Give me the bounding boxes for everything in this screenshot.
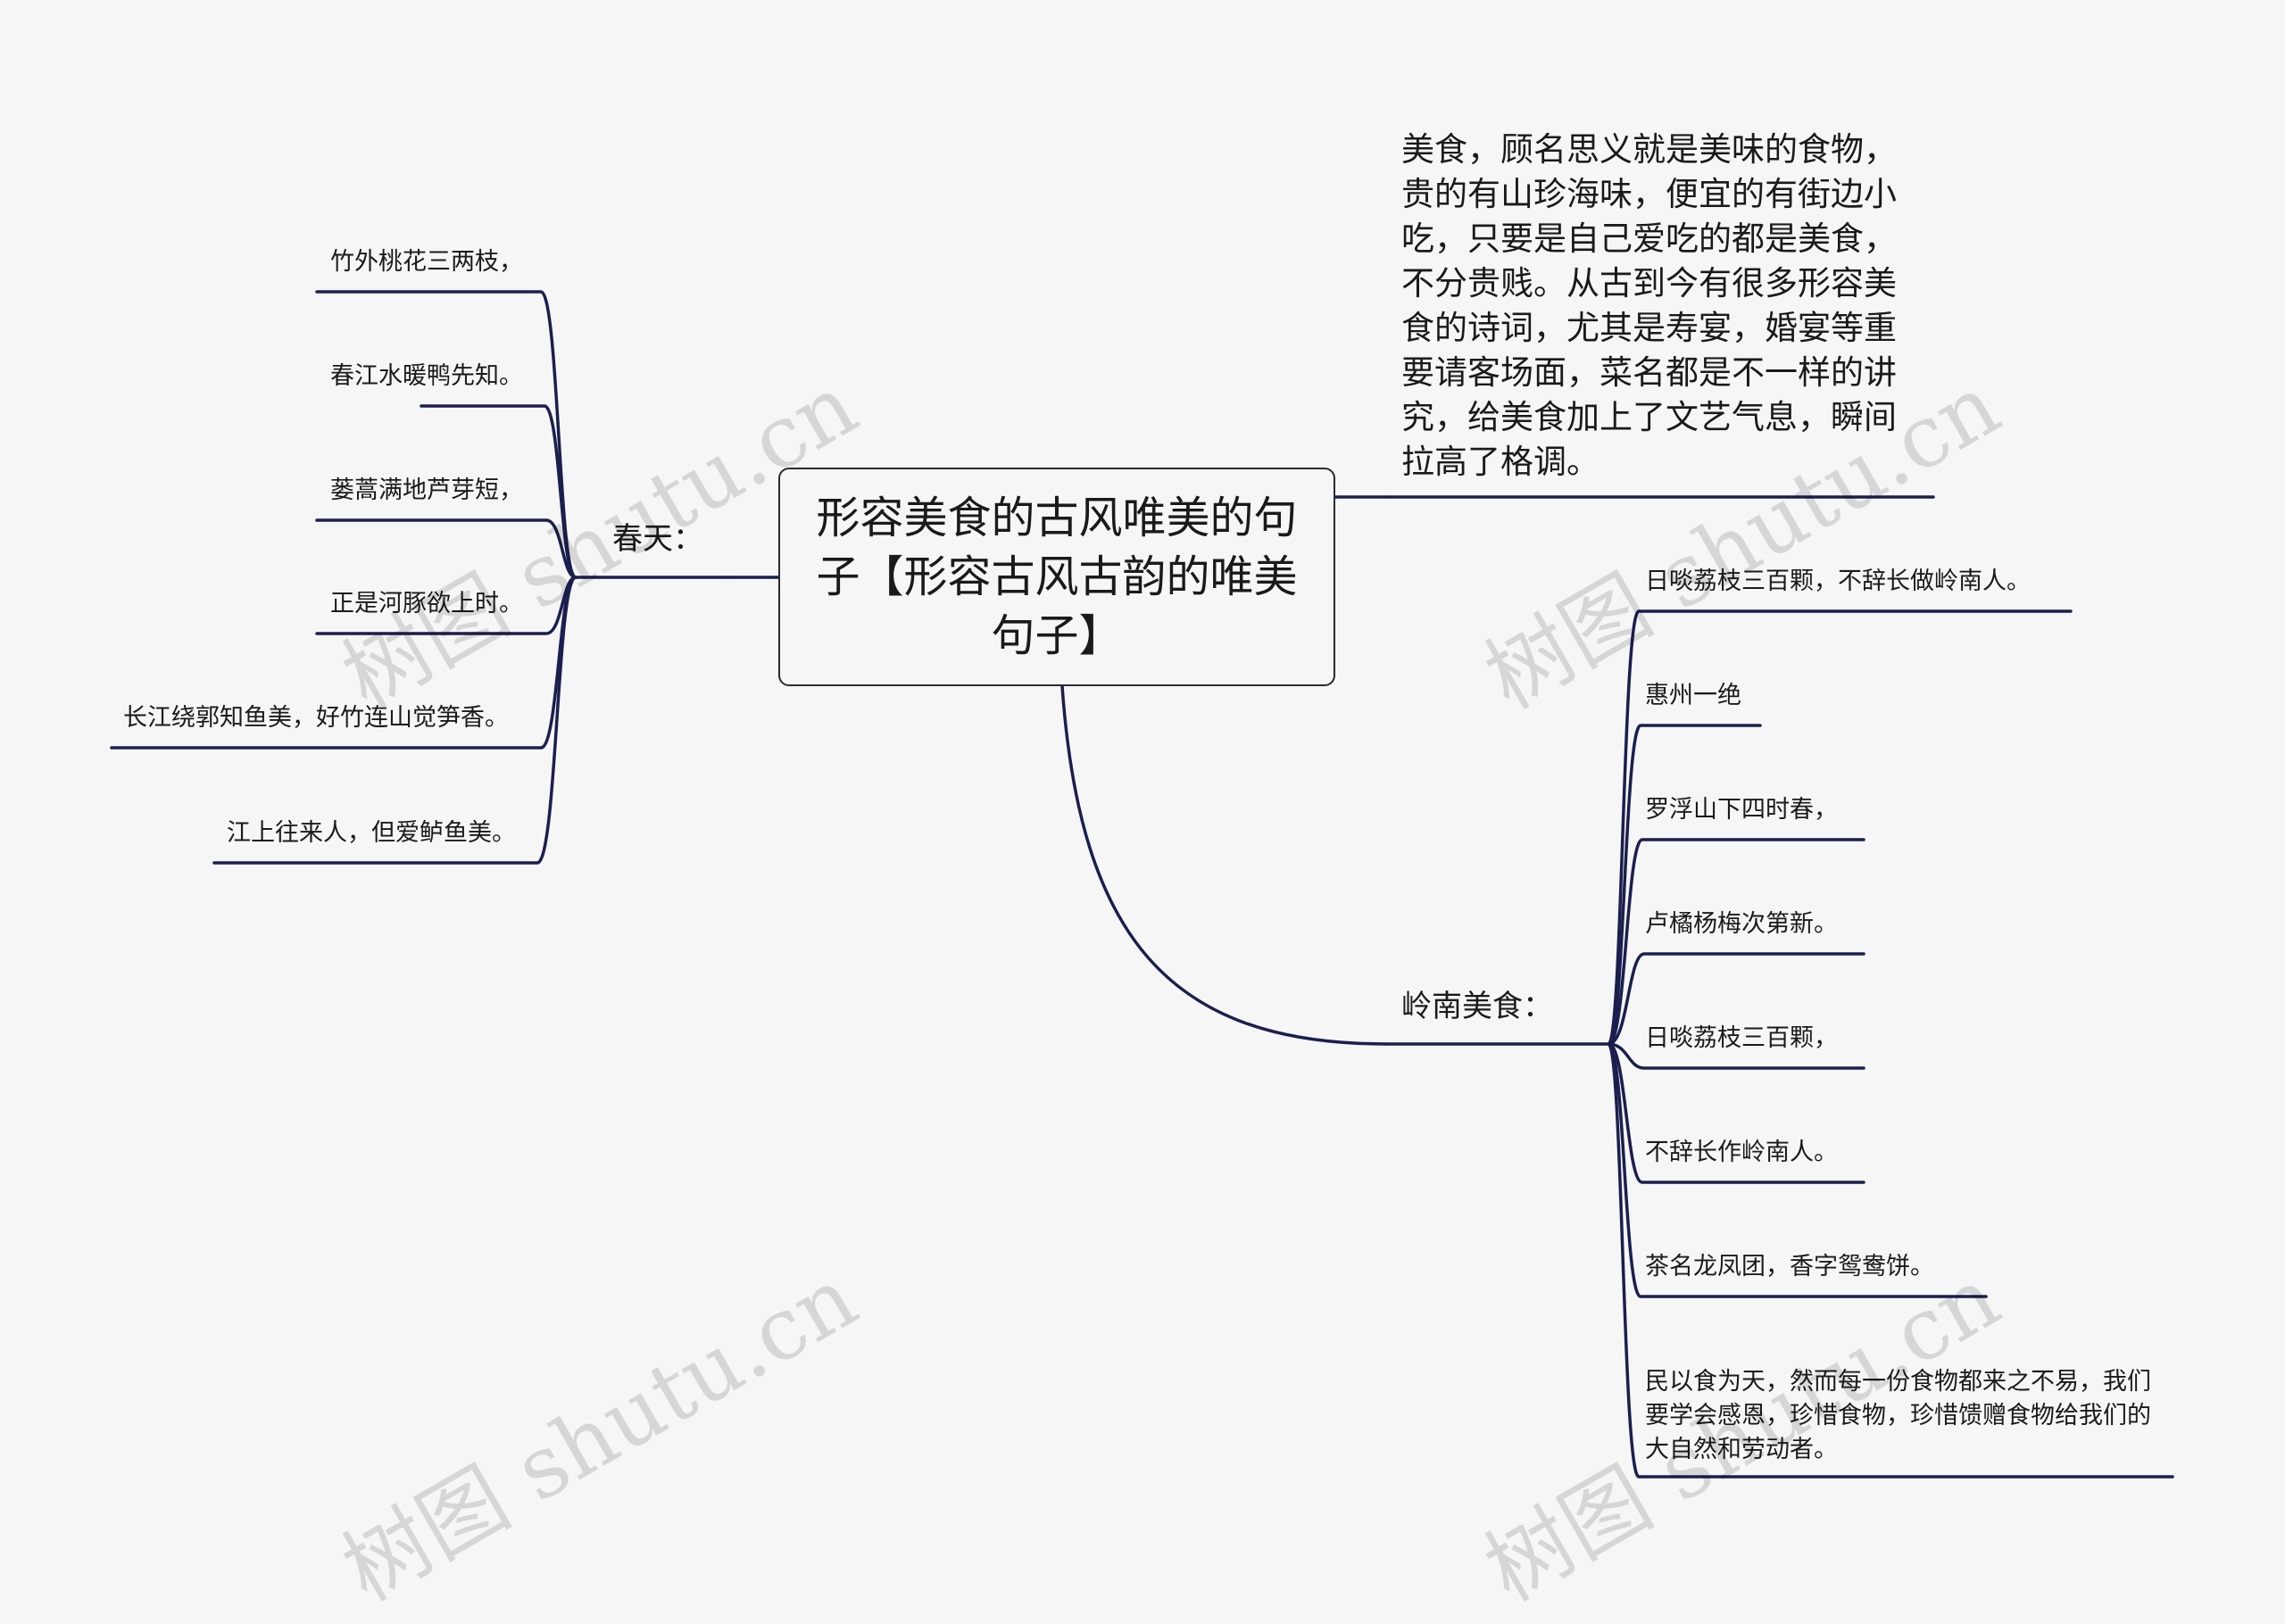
spring-item-3[interactable]: 蒌蒿满地芦芽短， [330, 476, 523, 504]
lingnan-item-5[interactable]: 日啖荔枝三百颗， [1645, 1024, 1838, 1052]
connector-spring-1 [315, 290, 577, 579]
lingnan-item-3[interactable]: 罗浮山下四时春， [1645, 796, 1838, 824]
central-topic[interactable]: 形容美食的古风唯美的句子【形容古风古韵的唯美句子】 [778, 468, 1335, 686]
lingnan-item-8[interactable]: 民以食为天，然而每一份食物都来之不易，我们要学会感恩，珍惜食物，珍惜馈赠食物给我… [1645, 1368, 2151, 1463]
spring-item-2[interactable]: 春江水暖鸭先知。 [330, 362, 523, 390]
mindmap-connectors [110, 290, 2174, 1479]
lingnan-item-7[interactable]: 茶名龙凤团，香字鸳鸯饼。 [1645, 1253, 1934, 1280]
spring-item-1[interactable]: 竹外桃花三两枝， [330, 248, 523, 276]
lingnan-item-1[interactable]: 日啖荔枝三百颗，不辞长做岭南人。 [1645, 568, 2031, 595]
connector-central-lingnan [1060, 684, 1387, 1046]
central-topic-title: 形容美食的古风唯美的句子【形容古风古韵的唯美句子】 [816, 492, 1298, 661]
lingnan-item-2[interactable]: 惠州一绝 [1645, 682, 1741, 709]
connector-lingnan-1 [1607, 609, 2073, 1046]
spring-item-6[interactable]: 江上往来人，但爱鲈鱼美。 [227, 819, 516, 847]
lingnan-item-6[interactable]: 不辞长作岭南人。 [1645, 1139, 1838, 1166]
connector-lingnan-2 [1607, 724, 1762, 1046]
connector-lingnan-8 [1607, 1042, 2174, 1479]
branch-spring-label[interactable]: 春天： [612, 521, 703, 557]
intro-paragraph[interactable]: 美食，顾名思义就是美味的食物，贵的有山珍海味，便宜的有街边小吃，只要是自己爱吃的… [1401, 128, 1910, 485]
spring-item-4[interactable]: 正是河豚欲上时。 [330, 590, 523, 617]
connector-lingnan-5 [1607, 1042, 1865, 1070]
connector-lingnan-6 [1607, 1042, 1865, 1184]
lingnan-item-4[interactable]: 卢橘杨梅次第新。 [1645, 910, 1838, 938]
connector-lingnan-3 [1607, 838, 1865, 1046]
connector-lingnan-7 [1607, 1042, 1988, 1298]
connector-lingnan-4 [1607, 952, 1865, 1046]
spring-item-5[interactable]: 长江绕郭知鱼美，好竹连山觉笋香。 [123, 704, 509, 732]
intro-text: 美食，顾名思义就是美味的食物，贵的有山珍海味，便宜的有街边小吃，只要是自己爱吃的… [1401, 130, 1897, 481]
branch-lingnan-label[interactable]: 岭南美食： [1401, 989, 1553, 1024]
connector-spring-3 [315, 518, 577, 579]
connector-spring-2 [420, 404, 577, 579]
connector-spring-6 [212, 576, 577, 865]
